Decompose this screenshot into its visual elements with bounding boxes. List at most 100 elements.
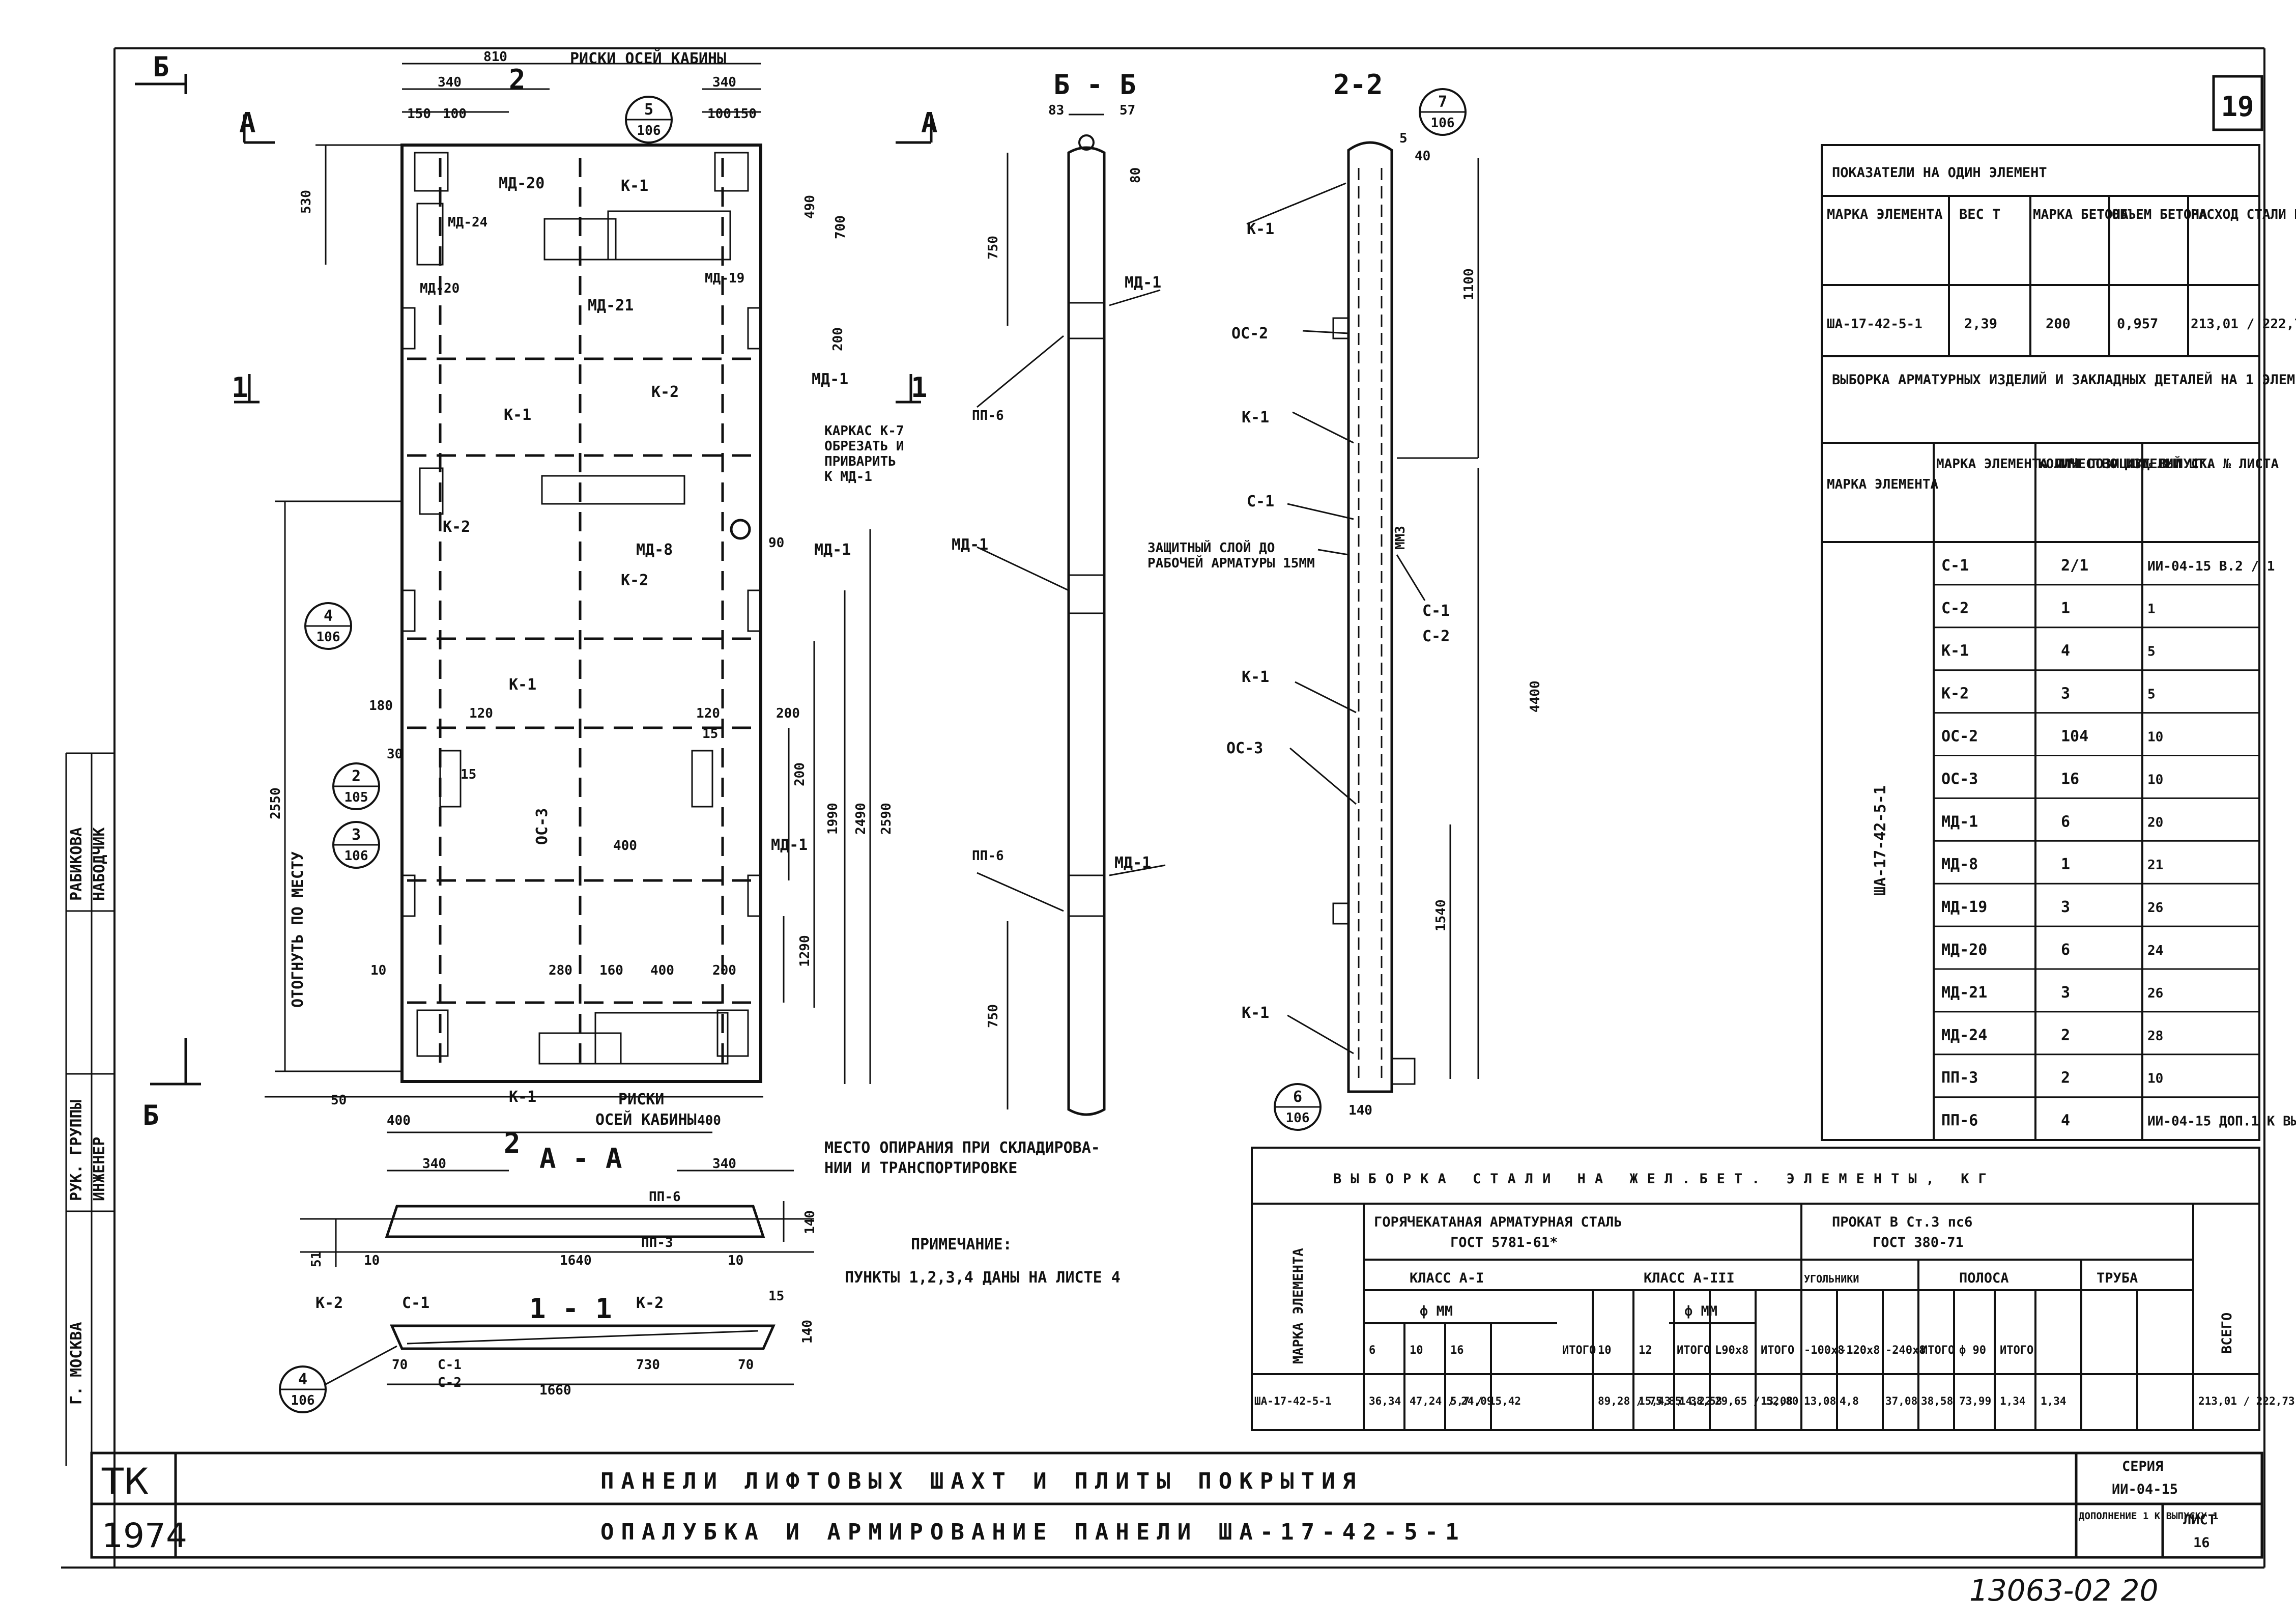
- s22-label-k1-d: К-1: [1242, 1004, 1269, 1022]
- ind-v-steel: 213,01 / 222,73: [2191, 317, 2296, 332]
- steel-subheader: 10: [1410, 1344, 1423, 1357]
- steel-diam-2: ф ММ: [1684, 1303, 1717, 1319]
- steel-strip: ПОЛОСА: [1959, 1270, 2009, 1286]
- note-title: ПРИМЕЧАНИЕ:: [911, 1236, 1012, 1254]
- s22-label-k1-a: К-1: [1247, 220, 1274, 238]
- steel-subheader: L90x8: [1715, 1344, 1748, 1357]
- parts-row-ref: 26: [2147, 900, 2163, 916]
- dim-2490: 2490: [853, 803, 869, 835]
- note-text: ПУНКТЫ 1,2,3,4 ДАНЫ НА ЛИСТЕ 4: [845, 1269, 1121, 1287]
- steel-subheader: 6: [1369, 1344, 1375, 1357]
- dim-100-r: 100: [707, 106, 731, 122]
- section-22: [1246, 141, 1479, 1093]
- label-k1-c: К-1: [509, 676, 536, 694]
- dim-810: 810: [483, 49, 507, 65]
- stamp-name1: РАБИКОВА: [68, 828, 85, 901]
- sheet-number: 19: [2221, 91, 2254, 123]
- section-aa-title: А - А: [539, 1143, 622, 1175]
- svg-text:4: 4: [324, 607, 333, 625]
- callout-3-106: 3 106: [332, 821, 380, 869]
- dim-30: 30: [387, 747, 403, 762]
- parts-row-qty: 104: [2061, 728, 2088, 746]
- bb-label-md1-b: МД-1: [952, 536, 988, 554]
- tb-title1: ПАНЕЛИ ЛИФТОВЫХ ШАХТ И ПЛИТЫ ПОКРЫТИЯ: [600, 1468, 1363, 1494]
- ind-h-weight: ВЕС Т: [1959, 207, 2000, 222]
- label-k2-c: К-2: [621, 572, 648, 589]
- ind-h-concrete: МАРКА БЕТОНА: [2033, 207, 2129, 222]
- s22-label-c1: С-1: [1247, 493, 1274, 510]
- steel-value: ША-17-42-5-1: [1254, 1395, 1332, 1407]
- parts-row-ref: 5: [2147, 644, 2156, 660]
- steel-all: ВСЕГО: [2219, 1313, 2235, 1354]
- steel-value: 4,8: [1840, 1395, 1859, 1407]
- s22-dim-mm: ММЗ: [1393, 526, 1408, 550]
- steel-group2-gost: ГОСТ 380-71: [1873, 1235, 1964, 1250]
- svg-text:106: 106: [1431, 116, 1455, 131]
- aa-dim-10-r: 10: [728, 1253, 743, 1268]
- parts-row-mark: К-1: [1941, 642, 1969, 660]
- s22-note-1: ЗАЩИТНЫЙ СЛОЙ ДО: [1147, 539, 1275, 556]
- tb-year: 1974: [102, 1516, 187, 1555]
- parts-row-qty: 6: [2061, 941, 2070, 959]
- axis-marks-bottom-2: ОСЕЙ КАБИНЫ: [595, 1111, 697, 1129]
- parts-row-mark: МД-20: [1941, 941, 1987, 959]
- s22-label-k1-c: К-1: [1242, 668, 1269, 686]
- parts-row-mark: С-1: [1941, 557, 1969, 575]
- tb-series: ИИ-04-15: [2112, 1482, 2178, 1497]
- parts-row-ref: 21: [2147, 858, 2163, 873]
- parts-row-qty: 2/1: [2061, 557, 2088, 575]
- s11-label-c1: С-1: [402, 1294, 429, 1312]
- dim-400-b: 400: [650, 963, 674, 978]
- aa-dim-340-r: 340: [712, 1156, 736, 1172]
- s11-label-k2-l: К-2: [315, 1294, 343, 1312]
- parts-row-ref: 26: [2147, 986, 2163, 1001]
- bend-note: ОТОГНУТЬ ПО МЕСТУ: [289, 851, 307, 1008]
- parts-row-mark: С-2: [1941, 600, 1969, 617]
- parts-row-mark: К-2: [1941, 685, 1969, 703]
- steel-subheader: 12: [1639, 1344, 1652, 1357]
- svg-text:6: 6: [1293, 1088, 1302, 1106]
- bb-dim-57: 57: [1120, 103, 1135, 118]
- callout-6-106: 6 106: [1274, 1083, 1322, 1131]
- dim-340-r: 340: [712, 75, 736, 90]
- steel-value: 15,43 / 38,58: [1639, 1395, 1722, 1407]
- aa-dim-51: 51: [309, 1251, 324, 1267]
- steel-diam-1: ф ММ: [1420, 1303, 1453, 1319]
- label-md8: МД-8: [636, 541, 673, 559]
- steel-value: 38,58: [1921, 1395, 1953, 1407]
- dim-200-d: 200: [792, 762, 808, 786]
- dim-120-l: 120: [469, 706, 493, 721]
- parts-row-qty: 6: [2061, 813, 2070, 831]
- steel-value: 1,34: [2000, 1395, 2026, 1407]
- side-stamp: [65, 752, 114, 1466]
- section-2-bottom: 2: [504, 1127, 521, 1159]
- svg-text:106: 106: [345, 848, 368, 864]
- bb-label-md1-a: МД-1: [1125, 274, 1161, 292]
- parts-row-ref: 10: [2147, 772, 2163, 787]
- svg-text:106: 106: [637, 123, 661, 138]
- bb-dim-83: 83: [1048, 103, 1064, 118]
- frame-note-1: КАРКАС К-7: [824, 423, 904, 439]
- section-bb-title: Б - Б: [1053, 69, 1136, 101]
- parts-row-mark: МД-8: [1941, 856, 1978, 873]
- parts-row-qty: 4: [2061, 1112, 2070, 1130]
- dim-400-bottom-r: 400: [697, 1113, 721, 1128]
- aa-dim-340-l: 340: [422, 1156, 446, 1172]
- svg-text:7: 7: [1438, 93, 1447, 111]
- dim-1290: 1290: [797, 935, 813, 967]
- parts-row-qty: 16: [2061, 770, 2079, 788]
- tb-title2: ОПАЛУБКА И АРМИРОВАНИЕ ПАНЕЛИ ША-17-42-5…: [600, 1519, 1466, 1545]
- bb-dim-80: 80: [1128, 167, 1143, 183]
- stamp-role2: ИНЖЕНЕР: [91, 1137, 108, 1201]
- steel-value: 89,28 / 75,85: [1598, 1395, 1681, 1407]
- svg-text:106: 106: [291, 1393, 315, 1408]
- lifting-note-1: МЕСТО ОПИРАНИЯ ПРИ СКЛАДИРОВА-: [824, 1139, 1100, 1157]
- aa-label-pp3: ПП-3: [641, 1235, 673, 1250]
- parts-row-qty: 2: [2061, 1069, 2070, 1087]
- stamp-city: Г. МОСКВА: [68, 1322, 85, 1405]
- dim-150-l: 150: [407, 106, 431, 122]
- label-k2-b: К-2: [443, 518, 470, 536]
- section-aa: [300, 1170, 814, 1267]
- sheet-number-box: 19: [2212, 75, 2263, 131]
